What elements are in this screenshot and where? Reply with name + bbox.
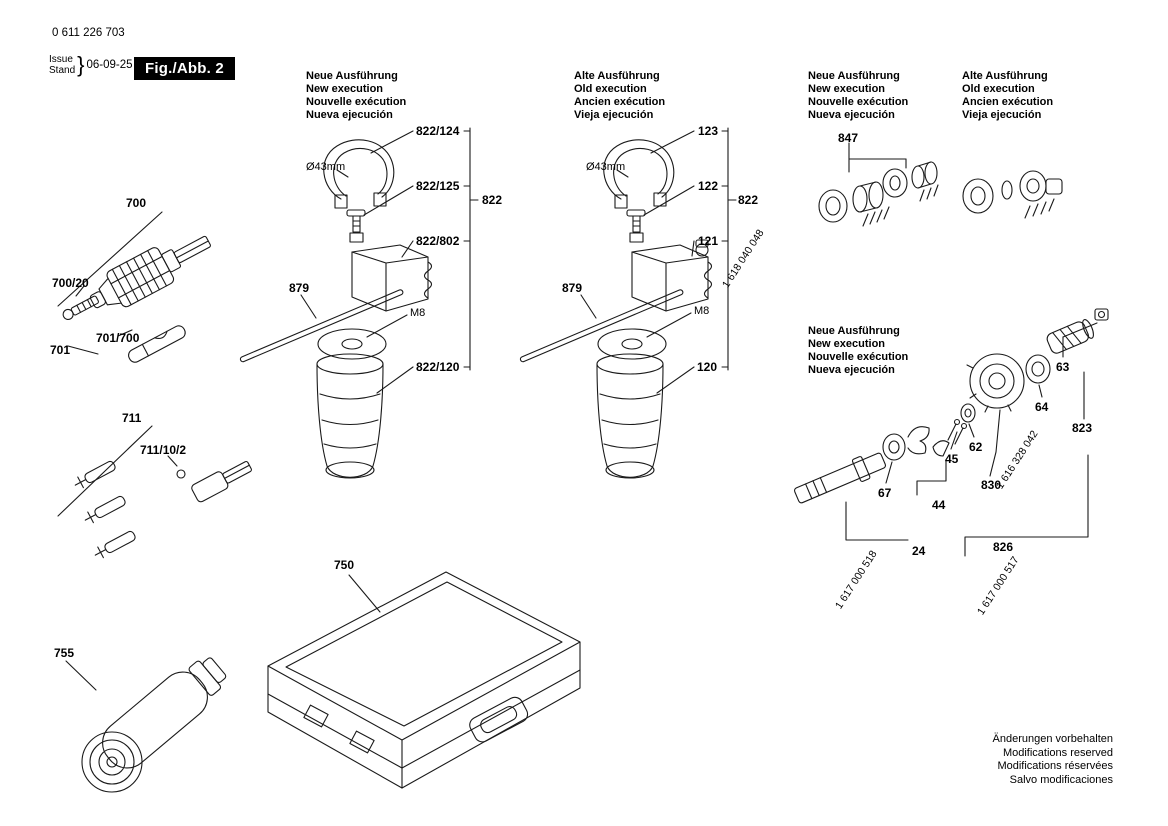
chuck-group-drawing [57,211,211,363]
spindle-shaft-drawing [793,452,887,504]
sds-shank-drawing [128,325,186,363]
part-label-700-20: 700/20 [52,276,89,290]
sleeves-new-group-drawing [818,142,939,227]
nut-drawing [1094,308,1109,321]
part-label-63: 63 [1056,360,1070,374]
part-label-830: 830 [981,478,1002,492]
dimension-label-d43-old: Ø43mm [586,161,626,173]
case-handle-drawing [469,696,529,743]
part-label-122: 122 [698,179,719,193]
circlip-drawing [176,469,186,479]
part-label-64: 64 [1035,400,1049,414]
part-label-879-new: 879 [289,281,310,295]
part-label-750: 750 [334,558,355,572]
aux-handle-old-drawing [519,139,713,479]
case-latch-drawing [349,730,375,754]
part-label-24: 24 [912,544,926,558]
part-label-711-10-2: 711/10/2 [140,443,187,457]
part-label-67: 67 [878,486,892,500]
handle-new-leaders [300,127,479,394]
part-label-121: 121 [698,234,719,248]
handle-old-leaders [580,127,737,394]
modifications-note: Änderungen vorbehalten Modifications res… [992,733,1113,786]
gear-wheel-830-drawing [966,353,1025,413]
stand-label: Stand [49,65,76,76]
part-label-700: 700 [126,196,147,210]
angle-attachment-drawing [65,657,227,793]
drill-chuck-drawing [89,235,211,309]
part-label-822-120: 822/120 [416,360,460,374]
gear-assembly-leaders [845,322,1098,557]
bit-holder-drawing [191,460,252,503]
issue-stand-block: Issue Stand } 06-09-25 [49,52,133,77]
gear-assembly-drawing [793,308,1109,504]
case-drawing [267,571,581,789]
pinion-63-drawing [1046,319,1094,354]
part-label-822-new: 822 [482,193,503,207]
document-part-number: 0 611 226 703 [52,27,125,39]
part-label-45: 45 [945,452,959,466]
part-label-822-802: 822/802 [416,234,460,248]
part-label-711: 711 [122,411,142,425]
part-label-879-old: 879 [562,281,583,295]
issue-date: 06-09-25 [86,59,133,71]
sleeves-old-group-drawing [962,170,1063,219]
thread-label-m8-new: M8 [410,307,426,319]
lever-44-drawing [907,426,950,457]
wing-bolt-old-drawing [695,239,709,257]
washer-62-drawing [960,403,976,423]
bit-drawing [84,495,126,524]
part-label-823: 823 [1072,421,1093,435]
figure-label: Fig./Abb. 2 [134,57,235,80]
part-label-123: 123 [698,124,719,138]
pins-45-drawing [947,418,968,445]
issue-label: Issue [49,54,73,65]
aux-handle-new-drawing [239,139,433,479]
part-label-822-125: 822/125 [416,179,460,193]
case-latch-drawing [303,704,329,728]
bearing-64-drawing [1025,354,1051,384]
part-label-822-old: 822 [738,193,759,207]
issue-brace: } [77,52,85,77]
header-old-execution-1: Alte Ausführung Old execution Ancien exé… [574,70,666,121]
part-label-826: 826 [993,540,1014,554]
header-new-execution-2: Neue Ausführung New execution Nouvelle e… [808,70,909,121]
header-new-execution-1: Neue Ausführung New execution Nouvelle e… [306,70,407,121]
chuck-screw-drawing [62,295,99,321]
part-label-44: 44 [932,498,946,512]
bit-drawing [74,460,116,489]
bearing-67-drawing [882,433,906,461]
header-new-execution-3: Neue Ausführung New execution Nouvelle e… [808,325,909,376]
thread-label-m8-old: M8 [694,305,710,317]
part-label-701: 701 [50,343,71,357]
part-label-701-700: 701/700 [96,331,140,345]
bits-group-drawing [57,425,252,559]
part-label-120: 120 [697,360,718,374]
dimension-label-d43-new: Ø43mm [306,161,346,173]
part-label-847: 847 [838,131,859,145]
header-old-execution-2: Alte Ausführung Old execution Ancien exé… [962,70,1054,121]
part-label-62: 62 [969,440,983,454]
bit-drawing [94,530,136,559]
part-label-822-124: 822/124 [416,124,460,138]
part-label-755: 755 [54,646,75,660]
